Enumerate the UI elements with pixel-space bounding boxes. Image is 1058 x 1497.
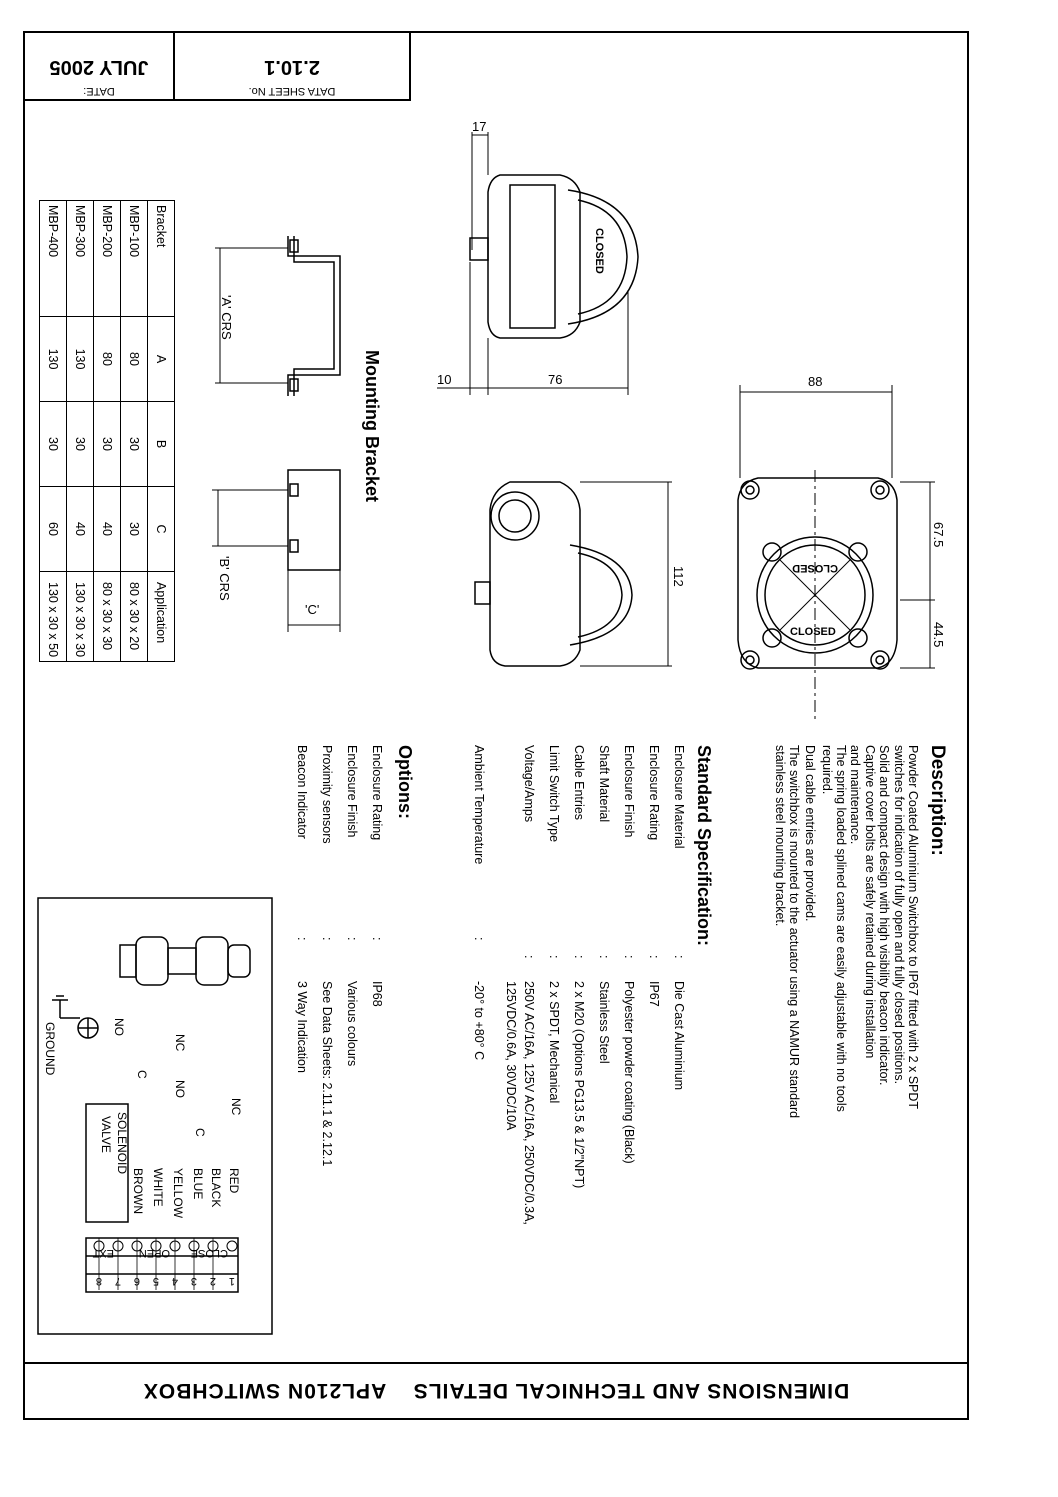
wire-brown-label: BROWN [131,1168,145,1214]
wiring-diagram [37,897,273,1335]
title-bar: DIMENSIONS AND TECHNICAL DETAILS APL210N… [25,1362,967,1420]
switchbox-side-view [437,132,639,395]
switch-c-label: C [135,1070,149,1079]
wire-yellow-label: YELLOW [171,1168,185,1219]
switch-no-label: NO [173,1080,187,1098]
dimension-17: 17 [472,119,486,134]
switchbox-front-view [474,481,672,667]
terminal-group-ext: EXT [92,1247,114,1259]
switch-nc-label: NC [173,1034,187,1052]
mounting-bracket-title: Mounting Bracket [362,350,382,502]
dimension-112: 112 [671,566,686,587]
terminal-number: 1 [229,1275,235,1287]
dimension-10: 10 [437,372,451,387]
wire-blue-label: BLUE [191,1168,205,1199]
c-label: 'C' [305,602,319,617]
dimension-88: 88 [808,374,822,389]
solenoid-label: SOLENOID [115,1112,129,1174]
wire-white-label: WHITE [151,1168,165,1207]
wire-red-label: RED [227,1168,241,1194]
dimension-67-5: 67.5 [931,522,946,547]
terminal-group-close: CLOSE [191,1247,228,1259]
switch-c-label: C [193,1128,207,1137]
terminal-screw [226,1240,238,1252]
closed-label: CLOSED [593,228,605,274]
mounting-bracket-a-drawing [215,236,341,396]
wire-black-label: BLACK [209,1168,223,1207]
switch-nc-label: NC [229,1098,243,1116]
page-frame [23,31,969,1420]
switchbox-top-view [737,385,935,720]
header-block: DATE: JULY 2005 DATA SHEET No. 2.10.1 [23,31,411,101]
ground-label: GROUND [43,1022,57,1076]
closed-label: CLOSED [790,626,836,638]
a-crs-label: 'A' CRS [219,295,234,340]
terminal-group-open: OPEN [139,1247,170,1259]
solenoid-label: VALVE [99,1116,113,1153]
dimension-76: 76 [548,372,562,387]
b-crs-label: 'B' CRS [217,556,232,601]
switch-no-label: NO [112,1018,126,1036]
mounting-bracket-b-drawing [212,469,341,632]
closed-label: CLOSED [792,562,838,574]
terminal-numbers: 12345678 [93,1238,238,1290]
dimension-44-5: 44.5 [931,622,946,647]
